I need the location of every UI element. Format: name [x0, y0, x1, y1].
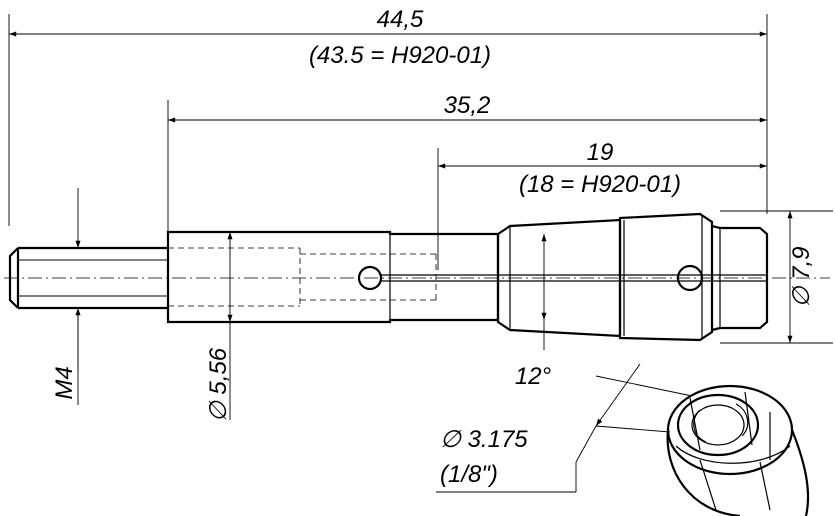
head-diameter-label: ∅ 7,9	[788, 247, 815, 308]
overall-length-label: 44,5	[377, 6, 424, 33]
body-length-label: 35,2	[444, 92, 491, 119]
bore-diameter-label: ∅ 3.175	[440, 426, 528, 453]
taper-angle-label: 12°	[515, 363, 552, 390]
tip-length-note: (18 = H920-01)	[519, 171, 681, 198]
tip-length-dimension	[437, 148, 768, 270]
bore-diameter-leader	[436, 363, 693, 493]
overall-length-note: (43.5 = H920-01)	[309, 42, 491, 69]
collet-isometric-view	[666, 384, 810, 516]
body-diameter-label: ∅ 5,56	[205, 347, 232, 422]
collet-head	[496, 212, 769, 342]
overall-length-dimension	[8, 14, 768, 226]
bore-diameter-imperial-label: (1/8")	[440, 461, 498, 488]
thread-label: M4	[51, 366, 78, 399]
tip-length-label: 19	[587, 139, 614, 166]
thread-shank	[8, 246, 168, 310]
body-length-dimension	[167, 100, 768, 232]
head-diameter-dimension	[720, 210, 833, 344]
